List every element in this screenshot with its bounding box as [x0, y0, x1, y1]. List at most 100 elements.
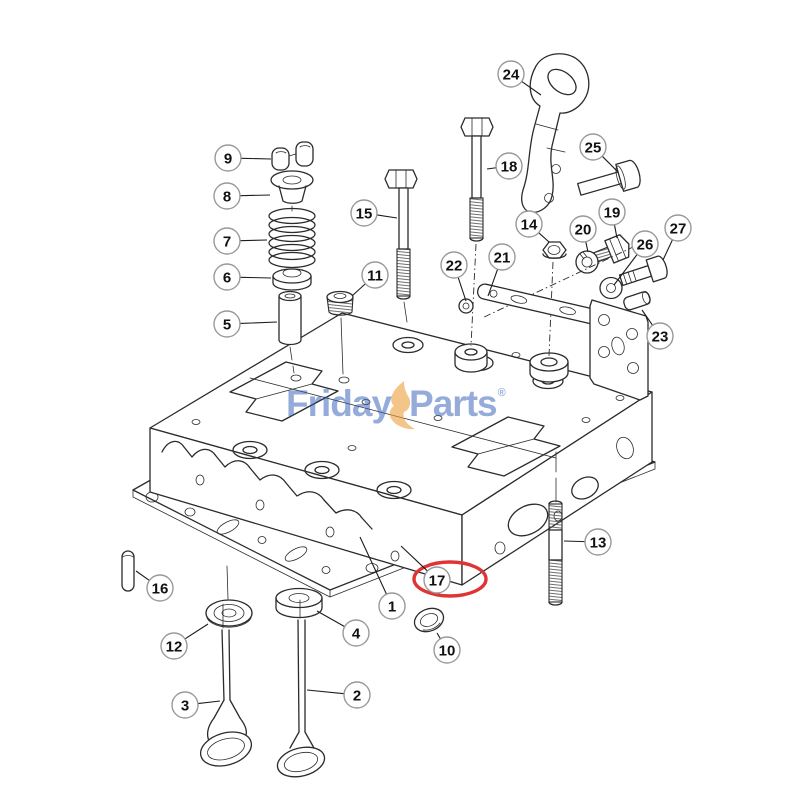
callout-leader-line	[359, 536, 388, 595]
callout-number-9: 9	[224, 151, 232, 168]
callout-leader-line	[239, 194, 271, 197]
callout-circle-3	[171, 691, 199, 719]
callout-number-11: 11	[367, 268, 383, 285]
callout-leader-line	[563, 540, 586, 543]
highlight-ellipse	[412, 560, 488, 598]
callout-leader-line	[239, 321, 278, 325]
callout-leader-line	[457, 277, 467, 302]
callout-leader-line	[662, 239, 673, 261]
valve-stem-seal-drawing	[272, 268, 312, 291]
callout-leader-line	[486, 167, 497, 170]
callout-number-19: 19	[604, 205, 621, 222]
callout-circle-7	[213, 227, 241, 255]
callout-leader-line	[197, 700, 221, 705]
callout-number-14: 14	[521, 217, 538, 234]
callout-17: 17	[400, 545, 451, 594]
callout-25: 25	[579, 133, 619, 173]
callout-10: 10	[433, 632, 461, 664]
callout-circle-18	[495, 152, 523, 180]
callout-number-3: 3	[181, 698, 189, 715]
callout-5: 5	[213, 310, 278, 338]
callout-number-17: 17	[429, 573, 446, 590]
callout-number-15: 15	[356, 206, 373, 223]
callout-3: 3	[171, 691, 221, 719]
spring-seat-drawing	[275, 587, 323, 619]
callout-number-21: 21	[494, 250, 511, 267]
intake-valve-drawing	[276, 599, 326, 778]
callout-circle-9	[214, 144, 242, 172]
callout-circle-6	[213, 263, 241, 291]
callout-circle-25	[579, 133, 607, 161]
callout-leader-line	[613, 224, 618, 239]
callout-number-12: 12	[166, 639, 183, 656]
callout-20: 20	[569, 215, 597, 253]
lock-washer-20-drawing	[575, 250, 599, 274]
callout-7: 7	[213, 227, 268, 255]
bolt-25-drawing	[577, 159, 641, 196]
callout-circle-14	[515, 210, 543, 238]
callout-13: 13	[563, 528, 612, 556]
callout-number-7: 7	[223, 234, 231, 251]
pin-23-drawing	[623, 291, 651, 311]
callout-circle-21	[488, 243, 516, 271]
callout-1: 1	[359, 536, 406, 620]
callout-16: 16	[135, 570, 174, 602]
callout-circle-5	[213, 310, 241, 338]
callout-leader-line	[585, 241, 589, 253]
callout-2: 2	[306, 681, 371, 709]
callout-leader-line	[135, 570, 150, 581]
callout-circle-23	[646, 322, 674, 350]
callout-number-25: 25	[585, 140, 602, 157]
callout-number-5: 5	[223, 317, 231, 334]
valve-spring-drawing	[268, 207, 316, 269]
callout-number-16: 16	[152, 581, 169, 598]
callout-number-23: 23	[652, 329, 669, 346]
callout-leader-line	[351, 283, 366, 297]
callout-number-1: 1	[388, 599, 396, 616]
stud-13-drawing	[548, 451, 563, 606]
callout-number-4: 4	[352, 626, 361, 643]
plate-gasket-tab-drawing	[458, 298, 474, 314]
exhaust-valve-drawing	[199, 603, 253, 767]
callout-19: 19	[598, 198, 626, 239]
cup-plug-drawing	[413, 607, 445, 633]
callout-27: 27	[662, 214, 692, 261]
callout-circle-16	[146, 574, 174, 602]
callout-circle-10	[433, 636, 461, 664]
callout-number-20: 20	[575, 222, 592, 239]
callout-number-2: 2	[353, 688, 361, 705]
callout-circle-12	[160, 632, 188, 660]
callout-circle-24	[497, 60, 525, 88]
valve-rotator-drawing	[205, 565, 253, 628]
callout-leader-line	[239, 276, 272, 279]
spring-retainer-drawing	[270, 170, 314, 212]
head-bolt-15-drawing	[384, 169, 418, 323]
valve-keepers-drawing	[271, 141, 314, 171]
valve-guide-drawing	[278, 290, 302, 374]
end-flange-plate-drawing	[589, 299, 649, 401]
callout-leader-line	[400, 545, 428, 572]
callout-leader-line	[641, 309, 654, 326]
callout-15: 15	[350, 199, 398, 227]
callout-number-22: 22	[446, 258, 463, 275]
callout-8: 8	[213, 182, 271, 210]
callout-number-27: 27	[670, 221, 687, 238]
callout-23: 23	[641, 309, 674, 350]
callout-6: 6	[213, 263, 272, 291]
callout-circle-22	[440, 251, 468, 279]
callout-leader-line	[487, 269, 499, 297]
callout-14: 14	[515, 210, 550, 243]
callout-leader-line	[240, 157, 272, 160]
callout-circle-27	[664, 214, 692, 242]
callout-circle-13	[584, 528, 612, 556]
callout-leader-line	[316, 610, 345, 628]
callout-number-8: 8	[223, 189, 231, 206]
callout-leader-line	[613, 254, 638, 286]
callout-circle-15	[350, 199, 378, 227]
callout-26: 26	[613, 230, 659, 286]
assembly-axis-line	[481, 239, 649, 319]
callout-number-10: 10	[439, 643, 456, 660]
flat-washer-26-drawing	[599, 276, 623, 300]
